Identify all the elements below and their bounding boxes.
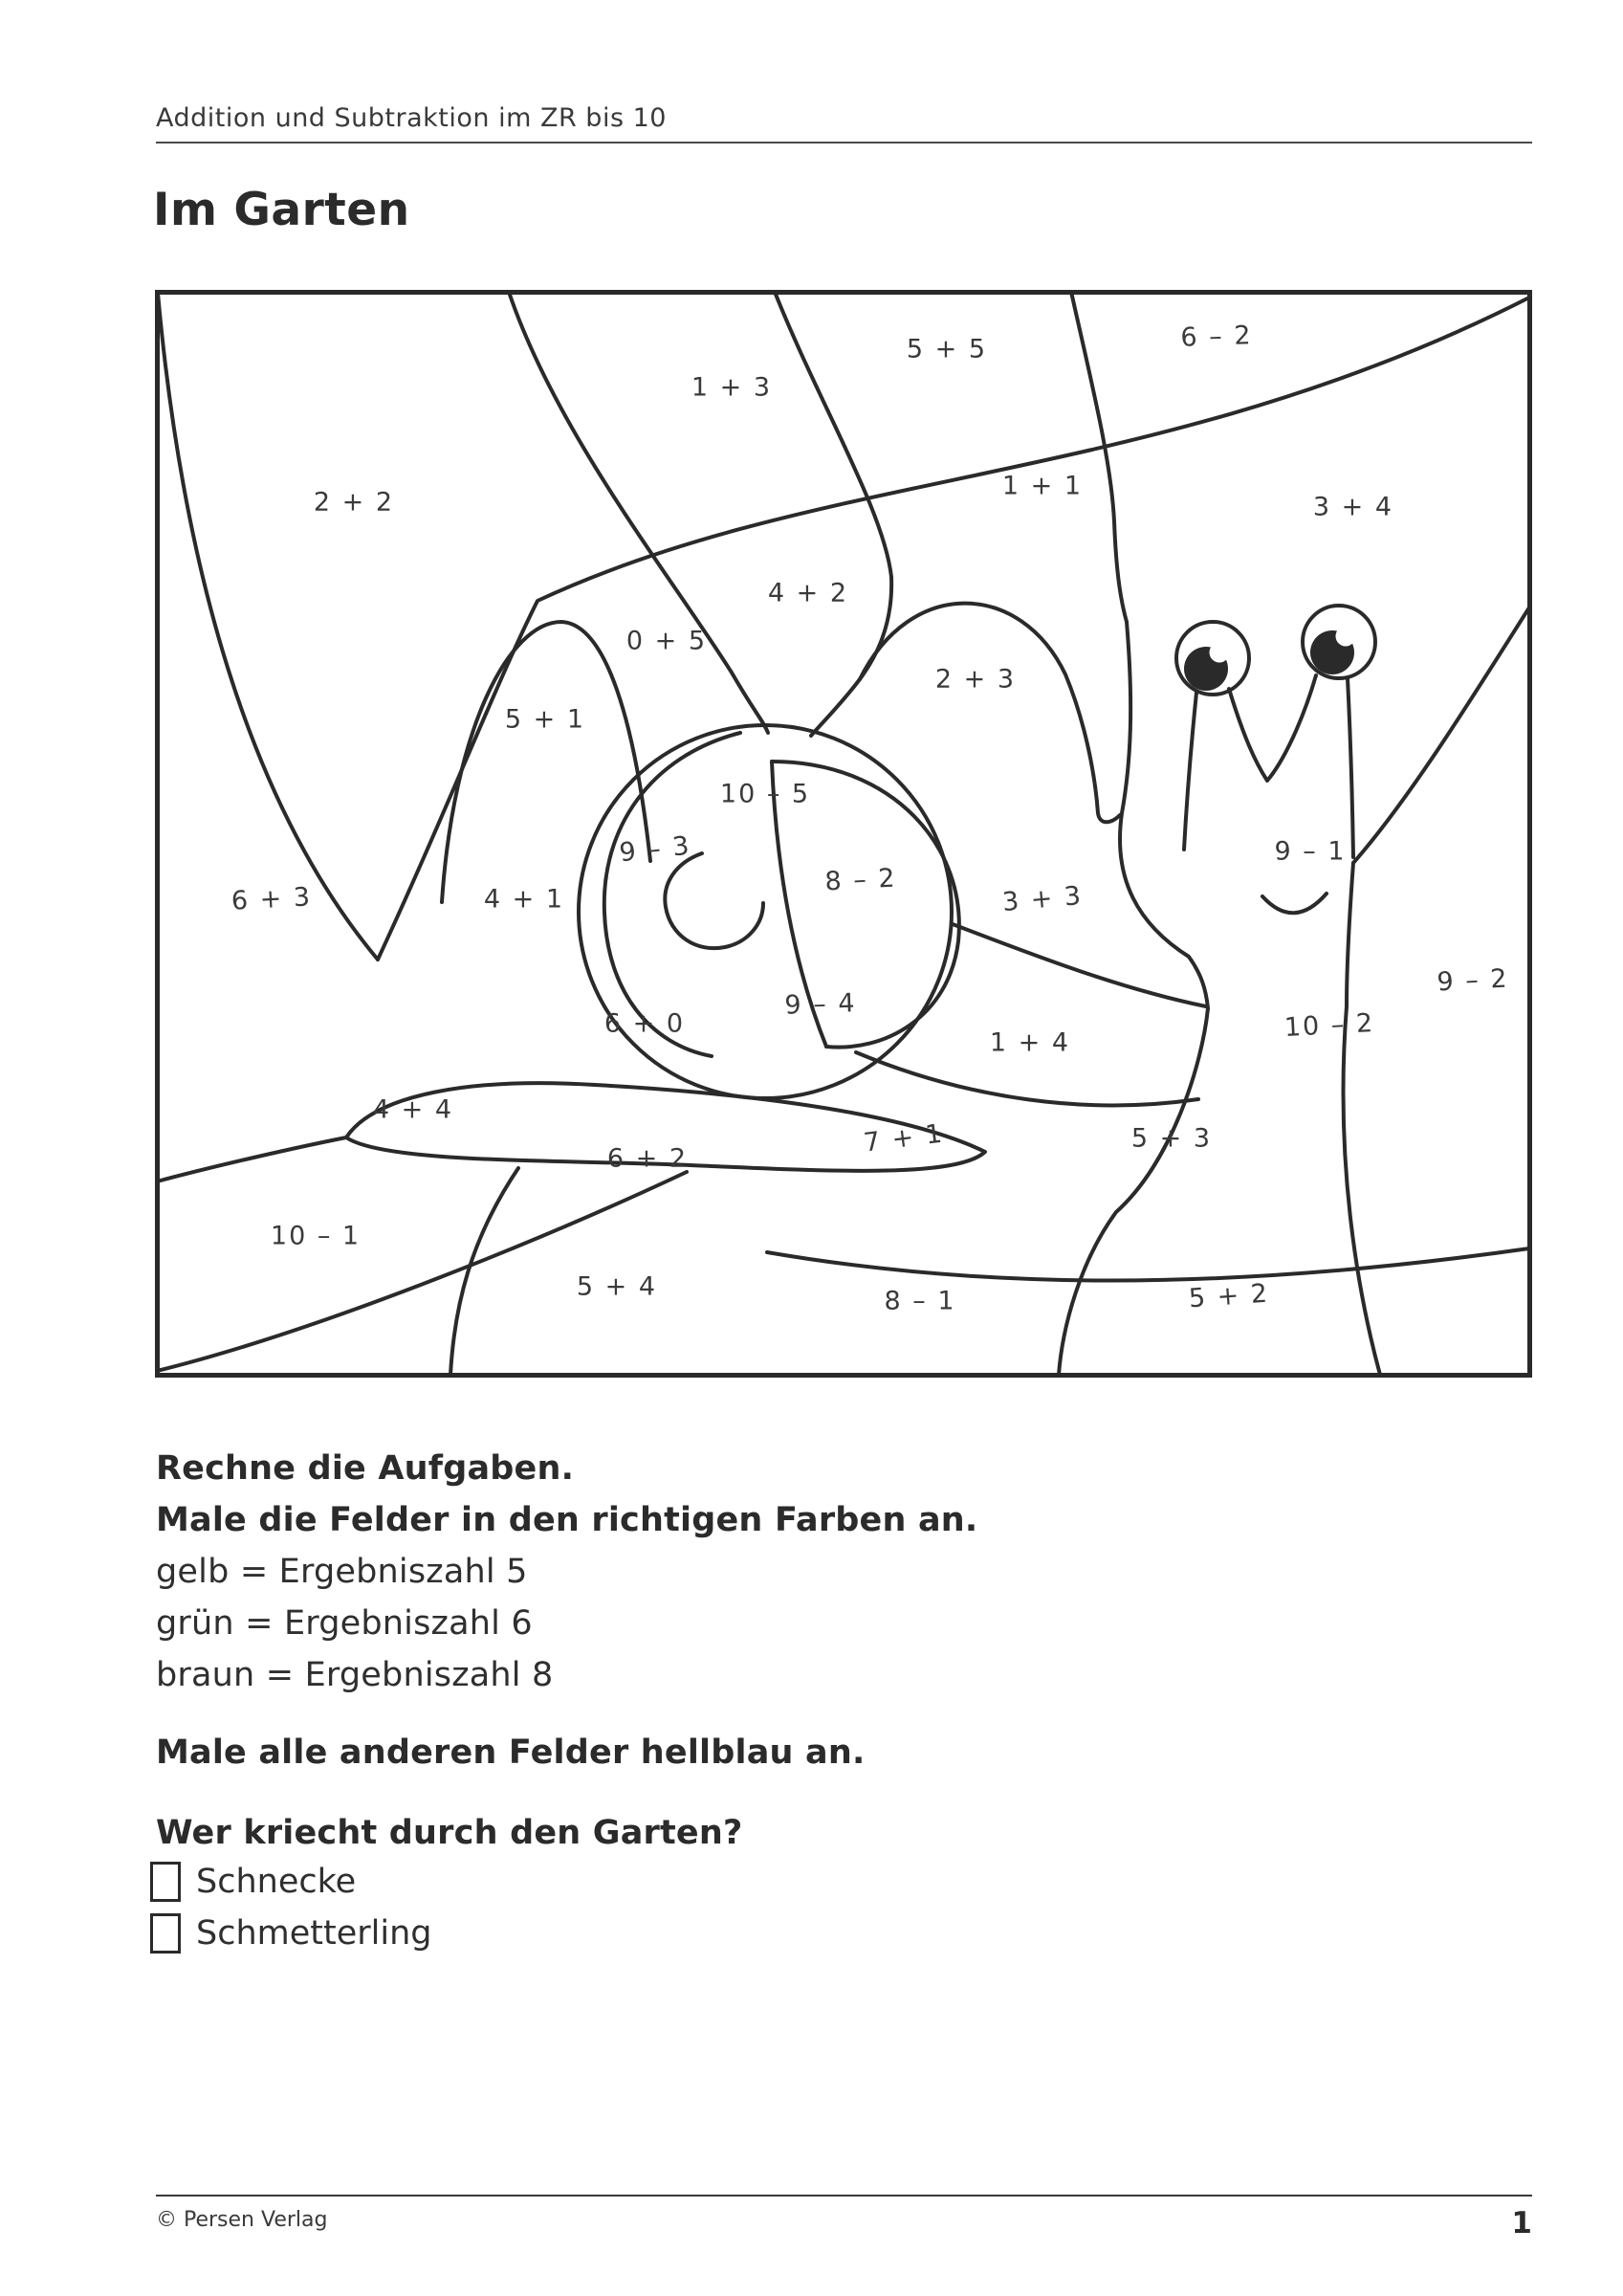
math-problem: 9 – 3: [618, 831, 692, 869]
leaf-left-curve: [156, 291, 380, 961]
math-problem: 8 – 2: [824, 864, 898, 897]
copyright-text: © Persen Verlag: [156, 2208, 328, 2232]
ground-wave-curve: [765, 1247, 1531, 1283]
eye-stalk-right-outer: [1346, 676, 1355, 859]
eye-stalk-left-outer: [1182, 691, 1198, 851]
choice-row-schmetterling: Schmetterling: [150, 1913, 432, 1954]
instruction-line-2: Male die Felder in den richtigen Farben …: [156, 1501, 978, 1539]
math-problem: 4 + 4: [373, 1095, 453, 1125]
eye-stalk-inner-u: [1227, 673, 1318, 783]
color-rule-brown: braun = Ergebniszahl 8: [156, 1656, 554, 1694]
big-swoosh-curve: [376, 296, 1531, 961]
instruction-line-1: Rechne die Aufgaben.: [156, 1449, 575, 1488]
instruction-line-6: Male alle anderen Felder hellblau an.: [156, 1733, 866, 1772]
math-problem: 9 – 1: [1274, 837, 1346, 867]
math-problem: 6 + 0: [604, 1009, 685, 1039]
question-text: Wer kriecht durch den Garten?: [156, 1814, 743, 1852]
grass-arch: [440, 620, 652, 904]
divider-curve-c: [1069, 290, 1129, 624]
math-problem: 5 + 3: [1131, 1124, 1212, 1154]
choice-checkbox[interactable]: [150, 1913, 181, 1954]
page-number: 1: [1511, 2206, 1532, 2241]
divider-curve-a: [507, 290, 770, 735]
choice-row-schnecke: Schnecke: [150, 1862, 356, 1902]
math-problem: 9 – 4: [784, 988, 857, 1021]
math-problem: 10 – 2: [1283, 1008, 1375, 1043]
choice-label: Schmetterling: [196, 1914, 432, 1953]
ground-pod: [344, 1081, 987, 1173]
math-problem: 3 + 4: [1313, 493, 1393, 522]
divider-curve-b: [773, 290, 894, 738]
math-problem: 8 – 1: [884, 1287, 955, 1316]
page-header: Addition und Subtraktion im ZR bis 10: [156, 103, 667, 133]
math-problem-labels: 1 + 3 5 + 5 6 – 2 2 + 2 1 + 1 3 + 4 4 + 2 0 + 5…: [230, 320, 1509, 1315]
math-problem: 0 + 5: [626, 627, 707, 656]
math-problem: 6 – 2: [1180, 320, 1253, 353]
math-problem: 7 + 1: [862, 1118, 945, 1158]
shell-spiral-center: [663, 851, 765, 951]
color-rule-green: grün = Ergebniszahl 6: [156, 1604, 533, 1643]
choice-checkbox[interactable]: [150, 1862, 181, 1902]
left-eye: [1174, 620, 1251, 696]
math-problem: 6 + 2: [607, 1144, 688, 1174]
math-problem: 1 + 1: [1002, 472, 1083, 501]
ground-divider-curve: [449, 1166, 520, 1377]
coloring-picture[interactable]: 1 + 3 5 + 5 6 – 2 2 + 2 1 + 1 3 + 4 4 + 2 0 + 5…: [155, 290, 1532, 1378]
math-problem: 6 + 3: [230, 882, 313, 916]
head-left-outline: [1118, 620, 1210, 1010]
garden-snail-drawing: 1 + 3 5 + 5 6 – 2 2 + 2 1 + 1 3 + 4 4 + 2 0 + 5…: [155, 290, 1532, 1378]
math-problem: 1 + 3: [691, 373, 772, 403]
math-problem: 2 + 3: [935, 665, 1016, 695]
ground-riser-curve: [155, 1170, 689, 1373]
header-rule: [156, 142, 1532, 144]
math-problem: 5 + 4: [577, 1272, 657, 1302]
page-title: Im Garten: [153, 184, 410, 236]
math-problem: 1 + 4: [990, 1028, 1070, 1058]
math-problem: 2 + 2: [314, 488, 394, 518]
math-problem: 5 + 5: [907, 335, 987, 364]
math-problem: 10 – 1: [271, 1222, 361, 1251]
shell-inner-arc: [602, 731, 742, 1058]
shell-body-divider-upper: [951, 922, 1208, 1008]
math-problem: 10 – 5: [720, 780, 810, 809]
math-problem: 9 – 2: [1437, 964, 1510, 998]
math-problem: 3 + 3: [1001, 881, 1085, 917]
right-eye: [1301, 604, 1377, 680]
snail-body: [1057, 604, 1382, 1377]
math-problem: 5 + 2: [1188, 1279, 1270, 1314]
picture-frame: [155, 290, 1532, 1378]
right-pupil-highlight: [1335, 626, 1356, 647]
back-curve: [1351, 606, 1531, 865]
mouth-smile: [1261, 892, 1328, 916]
color-rule-yellow: gelb = Ergebniszahl 5: [156, 1553, 528, 1591]
body-right-outline: [1341, 861, 1382, 1377]
footer-rule: [156, 2195, 1532, 2197]
shell-body-divider-lower: [854, 1050, 1200, 1108]
shell-outer-circle: [577, 723, 954, 1100]
pod-tail-curve: [155, 1136, 348, 1183]
choice-label: Schnecke: [196, 1863, 357, 1901]
snail-shell: [577, 723, 1208, 1108]
math-problem: 4 + 1: [484, 885, 564, 915]
garden-curves: [155, 290, 1531, 1377]
body-left-outline: [1057, 1006, 1210, 1377]
shell-lens-left: [770, 760, 828, 1049]
math-problem: 5 + 1: [505, 705, 585, 735]
math-problem: 4 + 2: [768, 579, 848, 608]
mound-arch: [858, 601, 1122, 825]
left-pupil-highlight: [1209, 642, 1230, 663]
